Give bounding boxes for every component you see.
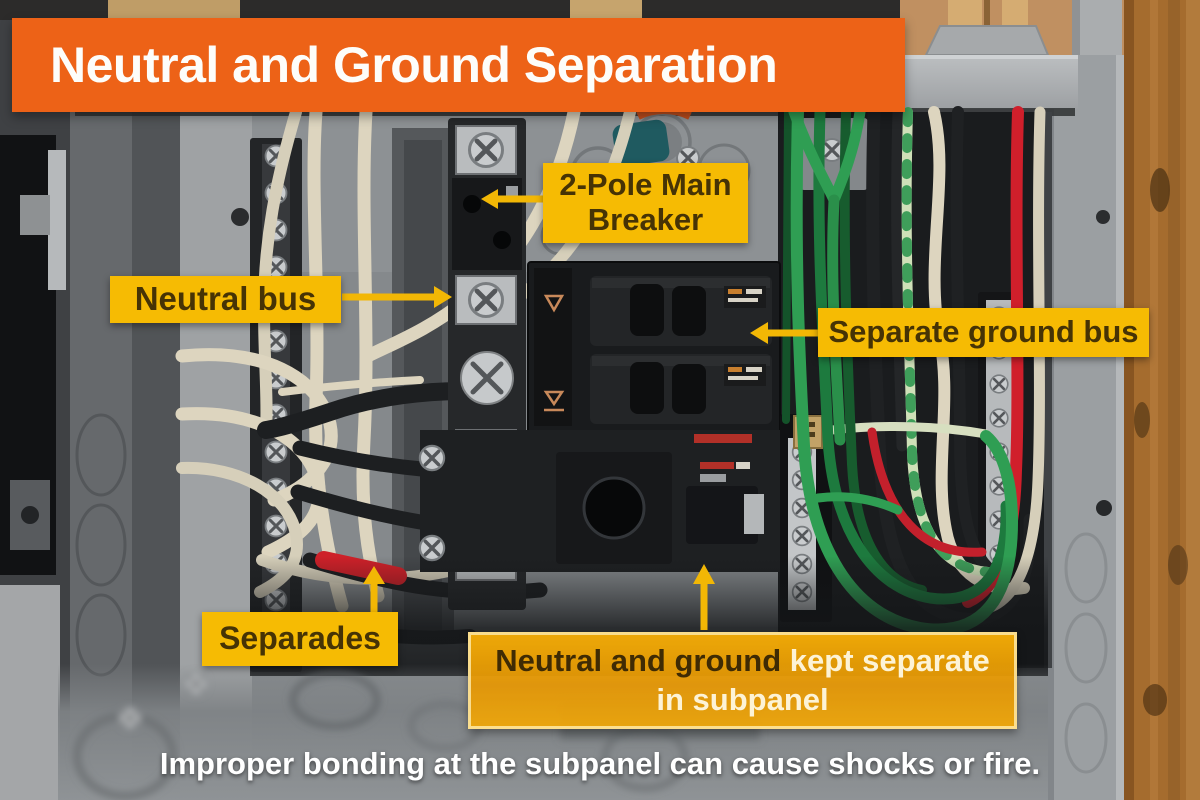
- callout-separades-label: Separades: [219, 620, 381, 657]
- separades-arrow: [363, 566, 385, 614]
- callout-main-breaker: 2-Pole Main Breaker: [543, 163, 748, 243]
- callout-ground-bus: Separate ground bus: [818, 308, 1149, 357]
- callout-separades: Separades: [202, 612, 398, 666]
- subpanel-note-highlight: Neutral and ground: [495, 642, 782, 678]
- callout-neutral-bus: Neutral bus: [110, 276, 341, 323]
- warning-caption: Improper bonding at the subpanel can cau…: [159, 746, 1041, 781]
- subpanel-note-line1: Neutral and ground kept separate: [495, 642, 989, 681]
- callout-ground-bus-label: Separate ground bus: [828, 314, 1139, 350]
- title-banner: Neutral and Ground Separation: [12, 18, 905, 112]
- subpanel-note-line2: in subpanel: [656, 681, 829, 717]
- callout-main-breaker-label: 2-Pole Main Breaker: [559, 167, 732, 237]
- subpanel-note-rest: kept separate: [781, 642, 990, 678]
- ground-bus-arrow: [750, 322, 822, 344]
- subpanel-note-arrow: [693, 564, 715, 630]
- callout-neutral-bus-label: Neutral bus: [134, 280, 317, 318]
- neutral-bus-arrow: [342, 286, 452, 308]
- subpanel-note: Neutral and ground kept separate in subp…: [468, 632, 1017, 729]
- page-title: Neutral and Ground Separation: [50, 37, 778, 93]
- main-breaker-arrow: [481, 189, 546, 209]
